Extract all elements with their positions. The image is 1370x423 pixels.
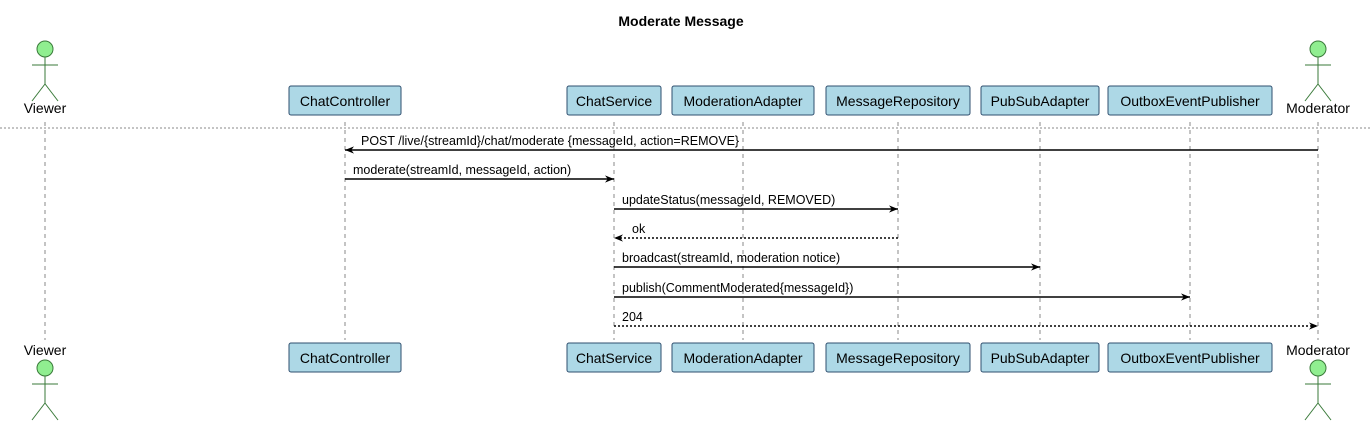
actor-viewer-top-label: Viewer <box>24 100 67 116</box>
lifelines <box>44 122 1319 340</box>
participant-box <box>566 342 662 373</box>
actor-viewer-bottom-label: Viewer <box>24 342 67 358</box>
participant-label: MessageRepository <box>836 93 960 109</box>
message-label: updateStatus(messageId, REMOVED) <box>622 193 835 207</box>
participant-messagerepository-top: MessageRepository <box>825 85 971 116</box>
participant-chatcontroller-bottom: ChatController <box>288 342 402 373</box>
participant-chatservice-top: ChatService <box>566 85 662 116</box>
participant-pubsubadapter-top: PubSubAdapter <box>980 85 1100 116</box>
participant-box <box>671 85 815 116</box>
participant-label: PubSubAdapter <box>991 350 1090 366</box>
message-label: moderate(streamId, messageId, action) <box>353 163 571 177</box>
message-label: ok <box>632 222 646 236</box>
participant-box <box>1107 342 1273 373</box>
message-1: POST /live/{streamId}/chat/moderate {mes… <box>345 134 1318 154</box>
message-6: publish(CommentModerated{messageId}) <box>614 281 1190 301</box>
message-3: updateStatus(messageId, REMOVED) <box>614 193 898 213</box>
participant-pubsubadapter-bottom: PubSubAdapter <box>980 342 1100 373</box>
message-7: 204 <box>614 310 1318 330</box>
participant-box <box>288 85 402 116</box>
participant-label: ModerationAdapter <box>683 93 802 109</box>
message-label: 204 <box>622 310 643 324</box>
participant-label: PubSubAdapter <box>991 93 1090 109</box>
messages: POST /live/{streamId}/chat/moderate {mes… <box>345 134 1318 330</box>
actor-viewer-bottom-icon <box>31 359 59 421</box>
actor-viewer-top-icon <box>31 40 59 102</box>
actor-moderator-bottom-icon <box>1304 359 1332 421</box>
message-label: POST /live/{streamId}/chat/moderate {mes… <box>361 134 739 148</box>
participant-box <box>1107 85 1273 116</box>
participant-label: ChatController <box>300 93 391 109</box>
participant-label: MessageRepository <box>836 350 960 366</box>
message-label: publish(CommentModerated{messageId}) <box>622 281 853 295</box>
participant-outboxeventpublisher-top: OutboxEventPublisher <box>1107 85 1273 116</box>
participant-box <box>825 342 971 373</box>
participant-label: ChatController <box>300 350 391 366</box>
actor-moderator-bottom-label: Moderator <box>1286 342 1350 358</box>
participant-chatcontroller-top: ChatController <box>288 85 402 116</box>
participant-box <box>288 342 402 373</box>
participant-messagerepository-bottom: MessageRepository <box>825 342 971 373</box>
participant-chatservice-bottom: ChatService <box>566 342 662 373</box>
participant-box <box>980 85 1100 116</box>
participant-moderationadapter-bottom: ModerationAdapter <box>671 342 815 373</box>
diagram-title: Moderate Message <box>618 13 743 29</box>
message-label: broadcast(streamId, moderation notice) <box>622 251 840 265</box>
participant-label: ChatService <box>576 93 652 109</box>
participant-label: OutboxEventPublisher <box>1120 93 1260 109</box>
message-5: broadcast(streamId, moderation notice) <box>614 251 1040 271</box>
participant-label: ModerationAdapter <box>683 350 802 366</box>
message-4: ok <box>614 222 898 242</box>
participant-moderationadapter-top: ModerationAdapter <box>671 85 815 116</box>
participant-label: OutboxEventPublisher <box>1120 350 1260 366</box>
participant-box <box>825 85 971 116</box>
message-2: moderate(streamId, messageId, action) <box>345 163 614 183</box>
participant-box <box>671 342 815 373</box>
participant-outboxeventpublisher-bottom: OutboxEventPublisher <box>1107 342 1273 373</box>
actor-moderator-top-icon <box>1304 40 1332 102</box>
participant-heads: ViewerViewerModeratorModeratorChatContro… <box>24 40 1350 421</box>
participant-box <box>566 85 662 116</box>
participant-box <box>980 342 1100 373</box>
participant-label: ChatService <box>576 350 652 366</box>
actor-moderator-top-label: Moderator <box>1286 100 1350 116</box>
